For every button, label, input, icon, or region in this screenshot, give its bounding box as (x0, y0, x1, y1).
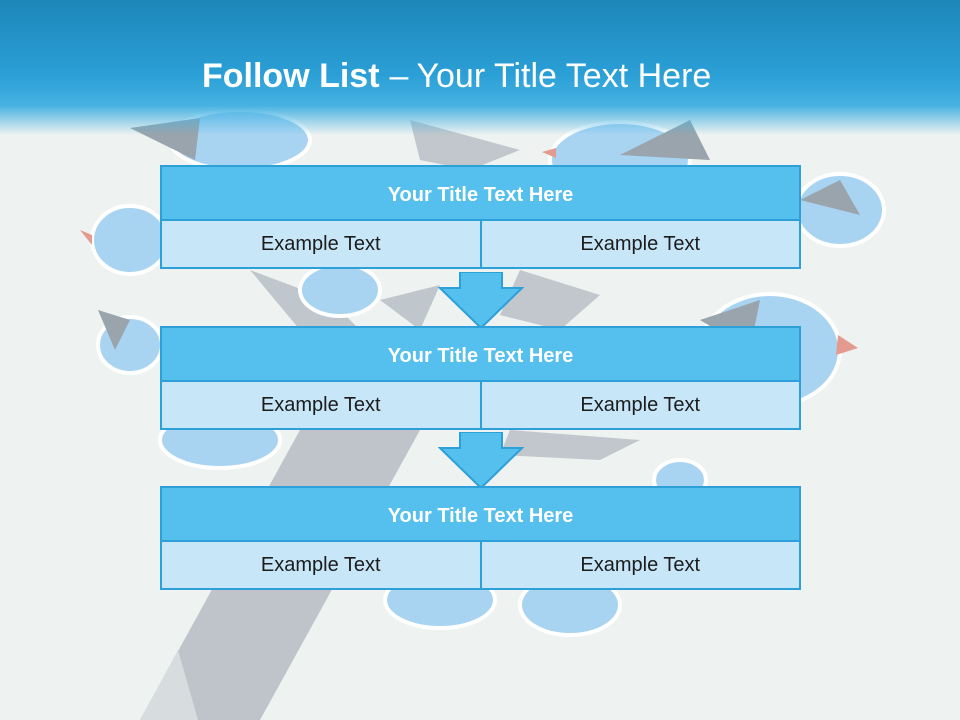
bird-icon (96, 310, 164, 375)
step-block-1: Your Title Text Here Example Text Exampl… (160, 165, 801, 269)
block-cell-right: Example Text (479, 540, 801, 590)
down-arrow-icon (438, 272, 524, 330)
title-bold: Follow List (202, 57, 380, 95)
block-row: Example Text Example Text (160, 219, 801, 269)
block-cell-left: Example Text (160, 540, 482, 590)
block-title: Your Title Text Here (160, 165, 801, 221)
title-rest: Your Title Text Here (416, 57, 712, 95)
block-title: Your Title Text Here (160, 326, 801, 382)
block-title: Your Title Text Here (160, 486, 801, 542)
block-cell-right: Example Text (479, 219, 801, 269)
step-block-2: Your Title Text Here Example Text Exampl… (160, 326, 801, 430)
header-band (0, 0, 960, 135)
block-cell-left: Example Text (160, 380, 482, 430)
block-cell-left: Example Text (160, 219, 482, 269)
title-separator: – (389, 57, 409, 95)
down-arrow-icon (438, 432, 524, 490)
block-row: Example Text Example Text (160, 380, 801, 430)
bird-icon (298, 262, 382, 318)
bird-icon (80, 204, 170, 276)
block-row: Example Text Example Text (160, 540, 801, 590)
step-block-3: Your Title Text Here Example Text Exampl… (160, 486, 801, 590)
bird-icon (794, 172, 886, 248)
slide-title: Follow List–Your Title Text Here (202, 52, 711, 100)
block-cell-right: Example Text (479, 380, 801, 430)
